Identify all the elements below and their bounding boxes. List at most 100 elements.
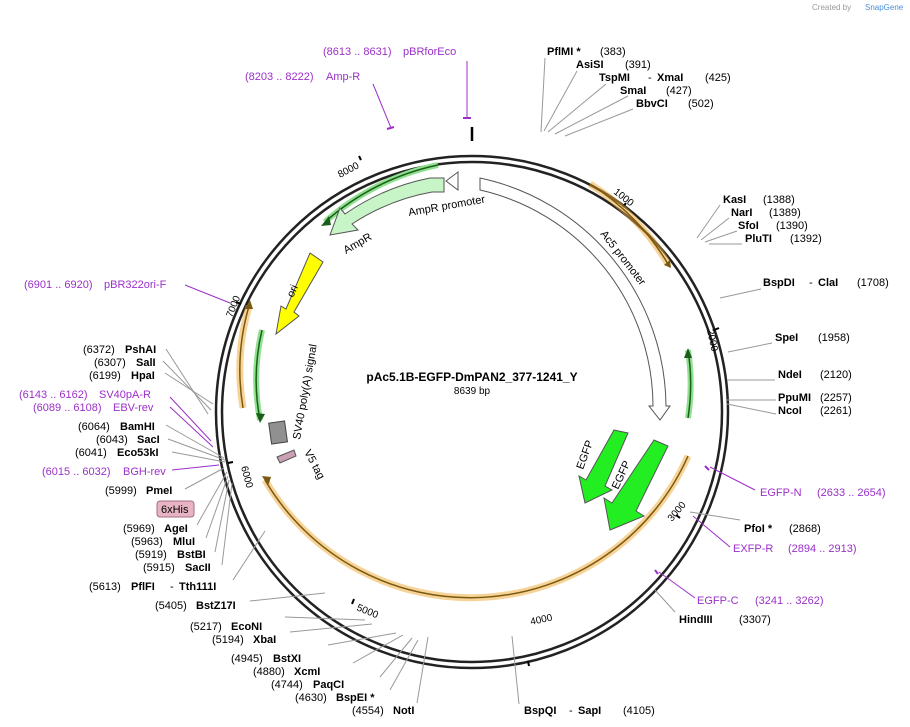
tick-label-2000: 2000 [704,328,719,352]
ori-arrow [275,252,324,336]
enzyme-pflmi: PflMI * [547,46,581,58]
backbone-outer [214,154,730,670]
tick-label-4000: 4000 [529,612,553,627]
svg-text:(5999): (5999) [105,485,137,497]
svg-text:(1388): (1388) [763,194,795,206]
egfp-label-1: EGFP [575,439,597,471]
svg-text:(5915): (5915) [143,562,175,574]
green-feature-left-line [255,329,263,421]
enzyme-noti: NotI [393,705,414,717]
svg-text:(5919): (5919) [135,549,167,561]
tick-label-8000: 8000 [336,160,361,180]
enzyme-pmei: PmeI [146,485,172,497]
enzyme-smai: SmaI [620,85,646,97]
enzyme-labels-left: (4554)NotI (4630)BspEI * (4744)PaqCI (48… [75,344,414,717]
enzyme-bspqi: BspQI [524,705,556,717]
svg-text:(3307): (3307) [739,614,771,626]
enzyme-asisi: AsiSI [576,59,604,71]
v5-tag-arrow [276,449,297,464]
primer-pbr322ori: pBR322ori-F [104,279,167,291]
ampr-arrow [329,177,445,236]
primer-ebv: EBV-rev [113,402,154,414]
svg-text:(4945): (4945) [231,653,263,665]
svg-text:(1708): (1708) [857,277,889,289]
svg-text:(6199): (6199) [89,370,121,382]
green-feature-right-arrow [684,348,692,358]
svg-text:(2261): (2261) [820,405,852,417]
tick-label-6000: 6000 [238,465,254,490]
svg-text:(427): (427) [666,85,692,97]
svg-text:(2120): (2120) [820,369,852,381]
enzyme-eco53ki: Eco53kI [117,447,159,459]
ori-label: ori [285,283,301,299]
enzyme-pfoi: PfoI * [744,523,773,535]
egfp-arrow-1 [578,429,629,504]
primer-egfpc-range: (3241 .. 3262) [755,595,824,607]
enzyme-pflfi: PflFI [131,581,155,593]
svg-text:SapI: SapI [578,705,601,717]
primer-pbr322ori-range: (6901 .. 6920) [24,279,93,291]
sv40-box [268,420,289,445]
orange-feature-3-arrow [245,300,253,309]
primer-egfpc: EGFP-C [697,595,739,607]
svg-text:(5194): (5194) [212,634,244,646]
enzyme-bbvci: BbvCI [636,98,668,110]
green-feature-left-arrow [256,413,265,423]
enzyme-sfoi: SfoI [738,220,759,232]
primer-ampr-range: (8203 .. 8222) [245,71,314,83]
svg-text:(4105): (4105) [623,705,655,717]
enzyme-econi: EcoNI [231,621,262,633]
enzyme-hindiii: HindIII [679,614,713,626]
green-feature-top-line [324,164,439,223]
svg-text:(4744): (4744) [271,679,303,691]
primer-sv40pa: SV40pA-R [99,389,151,401]
enzyme-paqci: PaqCI [313,679,344,691]
enzyme-xbai: XbaI [253,634,276,646]
sv40-label: SV40 poly(A) signal [291,343,320,440]
primer-exfpr-range: (2894 .. 2913) [788,543,857,555]
svg-text:(2868): (2868) [789,523,821,535]
primer-sv40pa-range: (6143 .. 6162) [19,389,88,401]
svg-text:(2257): (2257) [820,392,852,404]
orange-feature-1-arrow [664,260,671,268]
svg-text:(6064): (6064) [78,421,110,433]
enzyme-tspmi: TspMI [599,72,630,84]
ampr-label: AmpR [342,231,375,257]
svg-text:XmaI: XmaI [657,72,683,84]
enzyme-bstxi: BstXI [273,653,301,665]
svg-text:-: - [170,581,174,593]
primer-leaders [169,61,756,599]
enzyme-sali: SalI [136,357,156,369]
created-by-text: Created by [812,3,851,12]
orange-feature-2-line [264,455,689,599]
enzyme-bspei: BspEI * [336,692,375,704]
backbone-inner [220,160,724,664]
svg-text:(425): (425) [705,72,731,84]
ac5-promoter-arrow [479,177,671,421]
enzyme-leaders-left [162,348,429,704]
primer-bgh-range: (6015 .. 6032) [42,466,111,478]
enzyme-mlui: MluI [173,536,195,548]
svg-text:(391): (391) [625,59,651,71]
svg-text:-: - [648,72,652,84]
svg-text:(1390): (1390) [776,220,808,232]
enzyme-bspdi: BspDI [763,277,795,289]
svg-text:(5405): (5405) [155,600,187,612]
his-tag-label: 6xHis [161,504,189,516]
enzyme-ppumi: PpuMI [778,392,811,404]
egfp-arrow-2 [603,439,669,531]
svg-text:(1389): (1389) [769,207,801,219]
svg-text:(1958): (1958) [818,332,850,344]
enzyme-saci: SacI [137,434,160,446]
enzyme-xcmi: XcmI [294,666,320,678]
snapgene-brand: SnapGene [865,3,904,12]
enzyme-pluti: PluTI [745,233,772,245]
svg-text:Tth111I: Tth111I [179,581,216,593]
svg-text:-: - [569,705,573,717]
svg-text:(502): (502) [688,98,714,110]
enzyme-pshai: PshAI [125,344,156,356]
enzyme-spei: SpeI [775,332,798,344]
plasmid-length: 8639 bp [454,386,491,397]
primer-pbrforeco: pBRforEco [403,46,456,58]
